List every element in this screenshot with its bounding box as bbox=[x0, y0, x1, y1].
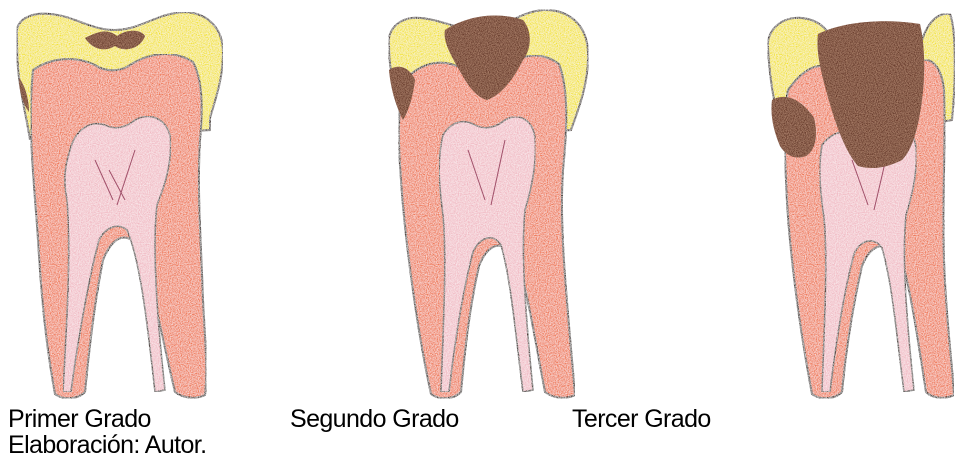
tooth-third-degree-caries-icon bbox=[762, 0, 957, 400]
tooth-second-degree-caries-icon bbox=[383, 0, 593, 400]
figure-caption: Elaboración: Autor. bbox=[8, 432, 206, 458]
label-third-degree: Tercer Grado bbox=[572, 406, 711, 432]
tooth-first-degree-caries-icon bbox=[5, 0, 225, 400]
pulp bbox=[439, 117, 535, 392]
label-second-degree: Segundo Grado bbox=[290, 406, 459, 432]
label-first-degree: Primer Grado bbox=[8, 406, 151, 432]
